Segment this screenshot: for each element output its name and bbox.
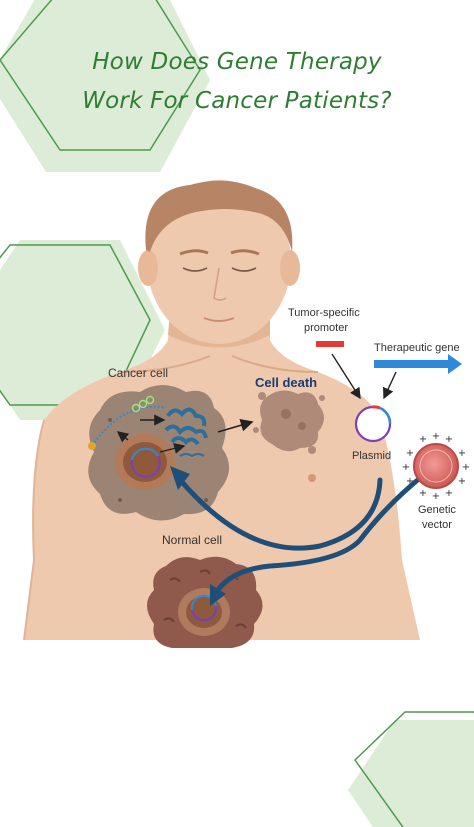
- genetic-vector-icon: + + + + + + + + + + + +: [402, 431, 470, 502]
- svg-text:+: +: [406, 476, 414, 487]
- normal-cell-label: Normal cell: [162, 533, 223, 547]
- svg-text:+: +: [406, 448, 414, 459]
- delivery-arrowhead-normal: [210, 584, 226, 606]
- cancer-cell-plasmid-ring: [130, 455, 161, 478]
- svg-text:+: +: [419, 434, 427, 445]
- decorative-hexagon-top: [0, 0, 210, 172]
- protein-cluster-icon: [164, 407, 208, 446]
- dead-cell-fragments: [253, 390, 325, 454]
- decorative-hexagon-bottom: [348, 711, 474, 827]
- hair: [145, 180, 293, 252]
- svg-text:+: +: [445, 488, 453, 499]
- svg-text:+: +: [458, 476, 466, 487]
- vector-label-line-1: Genetic: [418, 504, 456, 516]
- svg-text:+: +: [432, 431, 440, 442]
- promoter-label-line-2: promoter: [304, 322, 349, 334]
- therapeutic-gene-label: Therapeutic gene: [374, 342, 460, 354]
- promoter-label-line-1: Tumor-specific: [288, 307, 360, 319]
- svg-text:+: +: [432, 491, 440, 502]
- page-title-line-1: How Does Gene Therapy: [92, 49, 382, 75]
- delivery-arrowhead-cancer: [170, 466, 190, 490]
- svg-text:+: +: [458, 448, 466, 459]
- svg-text:+: +: [462, 462, 470, 473]
- delivery-arrows: [179, 475, 423, 599]
- cancer-cell: [88, 385, 230, 521]
- plasmid-label: Plasmid: [352, 450, 392, 462]
- dna-strand-icon: [91, 405, 167, 447]
- normal-cell: [147, 556, 263, 648]
- tumor-promoter-bar: [316, 341, 344, 347]
- svg-text:+: +: [419, 488, 427, 499]
- cell-death-label: Cell death: [255, 375, 318, 390]
- svg-text:+: +: [445, 434, 453, 445]
- arrow-to-cell-death: [217, 419, 254, 433]
- plasmid-icon: [354, 405, 392, 443]
- therapeutic-gene-arrow: [374, 354, 462, 374]
- ribosome-icon: [131, 395, 155, 413]
- head: [147, 180, 291, 344]
- svg-text:+: +: [402, 462, 410, 473]
- vector-label-line-2: vector: [422, 519, 452, 531]
- cancer-cell-label: Cancer cell: [108, 366, 169, 380]
- page-title-line-2: Work For Cancer Patients?: [82, 88, 392, 114]
